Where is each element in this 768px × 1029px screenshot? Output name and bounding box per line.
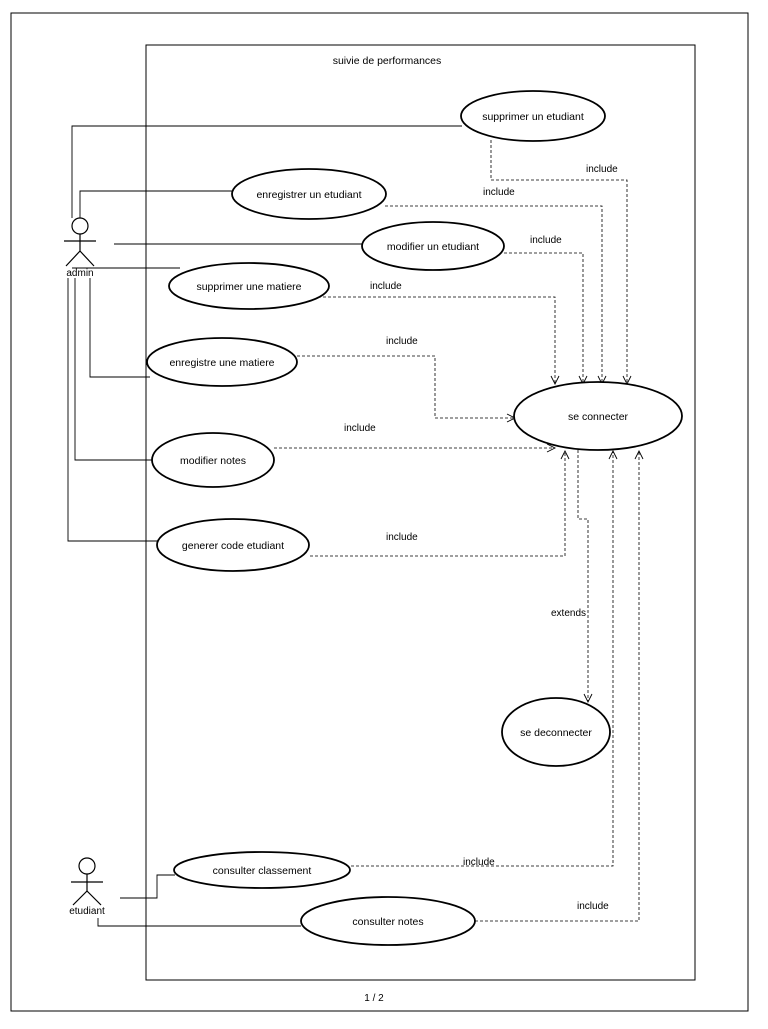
- assoc-admin-modifier-notes: [74, 278, 153, 461]
- use-case-label: enregistrer un etudiant: [256, 189, 361, 201]
- include-label-2: include: [483, 187, 515, 198]
- use-case-enregistrer-etudiant[interactable]: enregistrer un etudiant: [231, 168, 387, 220]
- include-label-8: include: [463, 857, 495, 868]
- include-relations: [274, 140, 644, 922]
- actor-etudiant-label: etudiant: [69, 906, 105, 917]
- include-label-3: include: [530, 235, 562, 246]
- use-case-label: modifier un etudiant: [387, 241, 479, 253]
- actor-admin: [64, 217, 96, 267]
- use-case-supprimer-matiere[interactable]: supprimer une matiere: [168, 262, 330, 310]
- page-number: 1 / 2: [364, 993, 384, 1004]
- use-case-label: se connecter: [568, 411, 629, 423]
- use-case-label: supprimer un etudiant: [482, 111, 584, 123]
- assoc-admin-supprimer-etudiant: [71, 125, 462, 218]
- actor-etudiant: [71, 857, 103, 906]
- include-label-4: include: [370, 281, 402, 292]
- use-case-consulter-classement[interactable]: consulter classement: [173, 851, 351, 889]
- use-case-label: se deconnecter: [520, 727, 592, 739]
- use-case-label: generer code etudiant: [182, 540, 284, 552]
- use-case-label: supprimer une matiere: [196, 281, 301, 293]
- extends-label: extends: [551, 608, 586, 619]
- system-title: suivie de performances: [333, 55, 442, 67]
- use-case-se-connecter[interactable]: se connecter: [513, 381, 683, 451]
- use-case-modifier-etudiant[interactable]: modifier un etudiant: [361, 221, 505, 271]
- assoc-admin-enregistre-matiere: [89, 278, 150, 378]
- include-supprimer-matiere: [318, 296, 560, 386]
- include-consulter-notes: [475, 449, 644, 922]
- include-enregistre-matiere: [297, 355, 517, 423]
- use-case-label: modifier notes: [180, 455, 246, 467]
- include-label-9: include: [577, 901, 609, 912]
- use-case-se-deconnecter[interactable]: se deconnecter: [501, 697, 611, 767]
- use-case-label: consulter classement: [213, 865, 312, 877]
- include-label-6: include: [344, 423, 376, 434]
- actor-admin-label: admin: [66, 268, 93, 279]
- use-case-enregistre-matiere[interactable]: enregistre une matiere: [146, 337, 298, 387]
- assoc-admin-generer-code: [67, 278, 158, 542]
- include-supprimer-etudiant: [490, 140, 632, 386]
- use-case-modifier-notes[interactable]: modifier notes: [151, 432, 275, 488]
- include-label-1: include: [586, 164, 618, 175]
- include-label-7: include: [386, 532, 418, 543]
- use-case-label: consulter notes: [352, 916, 423, 928]
- include-enregistrer-etudiant: [385, 205, 607, 386]
- include-modifier-etudiant: [504, 252, 588, 386]
- use-case-supprimer-etudiant[interactable]: supprimer un etudiant: [460, 90, 606, 142]
- system-boundary: [145, 44, 696, 981]
- page-border: [10, 12, 749, 1012]
- use-case-generer-code-etudiant[interactable]: generer code etudiant: [156, 518, 310, 572]
- assoc-etudiant-consulter-notes: [97, 918, 301, 927]
- extend-se-deconnecter: [577, 450, 593, 704]
- include-generer-code: [310, 449, 570, 557]
- relation-labels: include include include include include …: [344, 164, 618, 912]
- assoc-admin-enregistrer-etudiant: [79, 190, 232, 218]
- include-label-5: include: [386, 336, 418, 347]
- use-case-label: enregistre une matiere: [169, 357, 274, 369]
- use-case-consulter-notes[interactable]: consulter notes: [300, 896, 476, 946]
- include-consulter-classement: [351, 449, 618, 867]
- actor-associations: [67, 125, 462, 927]
- assoc-etudiant-consulter-classement: [120, 874, 175, 899]
